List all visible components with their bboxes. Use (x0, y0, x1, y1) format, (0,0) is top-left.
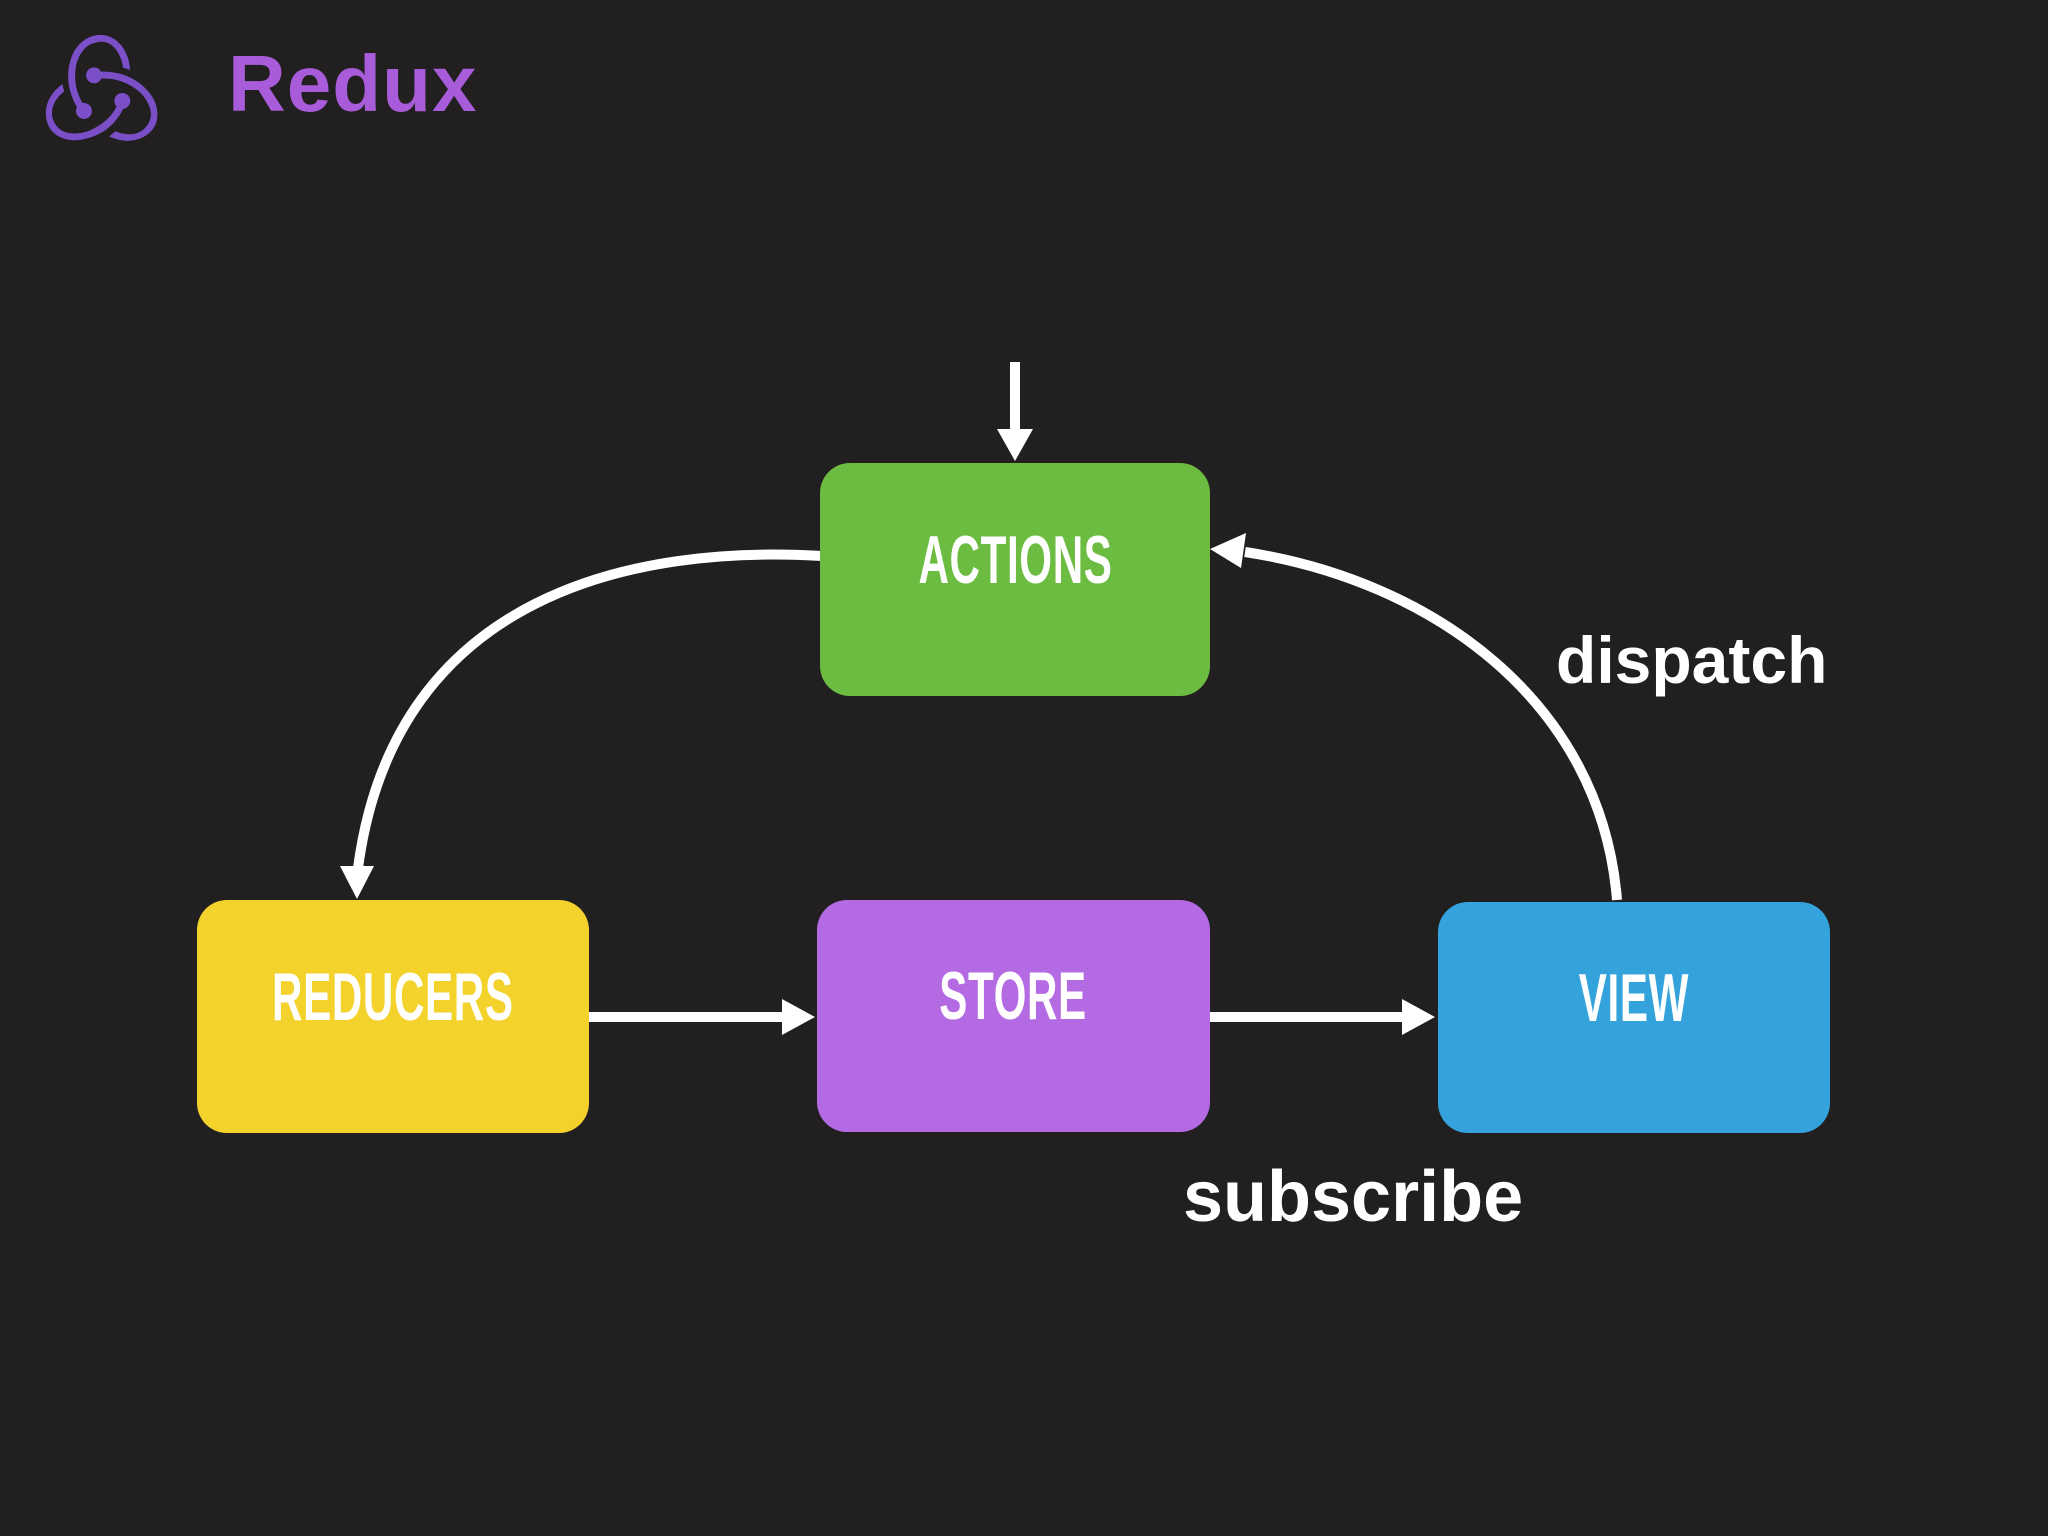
node-view: VIEW (1438, 902, 1830, 1133)
node-reducers-label: REDUCERS (272, 958, 514, 1035)
redux-logo-icon (45, 34, 158, 141)
arrow-lines (353, 362, 1622, 1022)
arrow-actions-to-reducers-head (340, 866, 374, 899)
arrow-view-to-actions-shaft (1244, 547, 1622, 901)
app-title: Redux (228, 39, 478, 128)
edge-label-dispatch: dispatch (1556, 623, 1828, 697)
arrow-reducers-to-store-head (782, 999, 815, 1035)
node-store: STORE (817, 900, 1210, 1132)
node-reducers: REDUCERS (197, 900, 589, 1133)
arrow-actions-to-reducers-shaft (353, 549, 823, 869)
edge-label-subscribe: subscribe (1183, 1157, 1524, 1237)
node-actions: ACTIONS (820, 463, 1210, 696)
node-actions-label: ACTIONS (917, 521, 1113, 598)
arrow-view-to-actions-head (1210, 533, 1246, 568)
arrow-heads (340, 429, 1435, 1035)
arrow-start-to-actions-head (997, 429, 1033, 461)
node-store-label: STORE (939, 958, 1088, 1034)
arrow-store-to-view-head (1402, 999, 1435, 1035)
node-view-label: VIEW (1578, 959, 1690, 1036)
